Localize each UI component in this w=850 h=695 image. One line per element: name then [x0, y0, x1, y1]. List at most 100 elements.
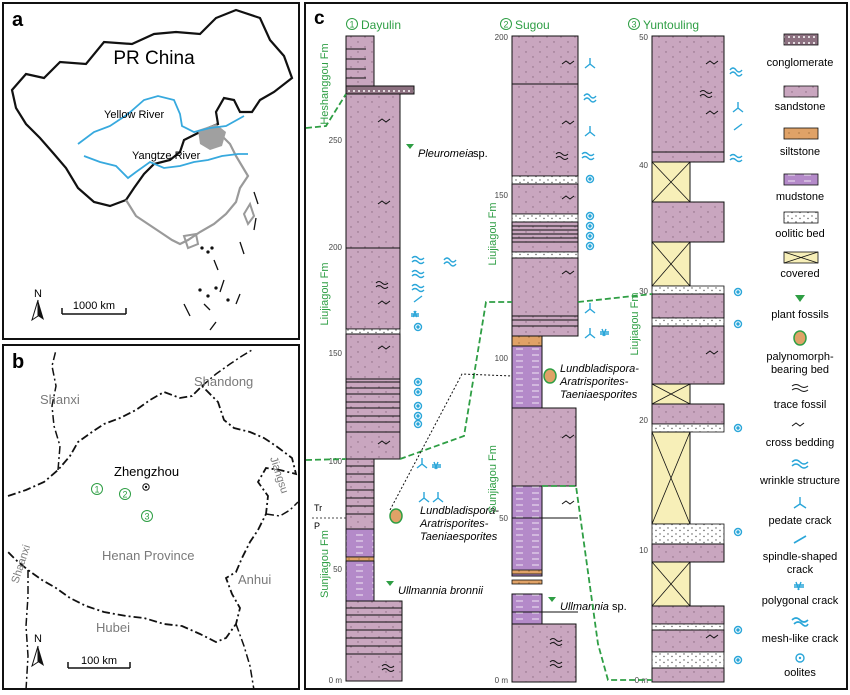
- formation-liujiagou-2: Liujiagou Fm: [487, 203, 499, 266]
- yangtze-river: [83, 153, 248, 180]
- panel-b-letter: b: [12, 351, 24, 373]
- palynomorph-icon: [543, 368, 557, 384]
- legend-plant-fossil-icon: [795, 295, 805, 302]
- country-label: PR China: [113, 48, 195, 69]
- province-shaanxi: Shaanxi: [9, 543, 33, 585]
- svg-text:200: 200: [495, 33, 509, 42]
- legend-wrinkle-icon: [791, 459, 809, 469]
- column-dayulin: [345, 35, 415, 682]
- annotation-palyno-1-line3: Taeniaesporites: [420, 531, 498, 543]
- formation-liujiagou-3: Liujiagou Fm: [629, 293, 641, 356]
- panel-c-letter: c: [314, 8, 325, 29]
- sedimentary-structures-yuntouling: [729, 67, 744, 665]
- svg-text:conglomerate: conglomerate: [767, 57, 834, 69]
- svg-text:oolitic bed: oolitic bed: [775, 228, 825, 240]
- legend-swatch-sandstone: [783, 85, 819, 98]
- annotation-palyno-2-line1: Lundbladispora-: [560, 363, 639, 375]
- svg-text:pedate crack: pedate crack: [769, 515, 832, 527]
- north-arrow: [31, 299, 44, 322]
- province-anhui: Anhui: [238, 572, 271, 587]
- stratigraphic-columns: c 1 Dayulin 2 Sugou 3 Yuntouling: [305, 8, 840, 685]
- annotation-ullmannia: Ullmannia: [560, 601, 609, 613]
- site-1: 1: [91, 483, 103, 495]
- svg-text:3: 3: [631, 20, 636, 30]
- annotation-palyno-1-line2: Aratrisporites-: [419, 518, 489, 530]
- svg-text:50: 50: [639, 33, 648, 42]
- province-jiangsu: Jiangsu: [267, 455, 290, 495]
- yangtze-river-label: Yangtze River: [132, 150, 201, 162]
- svg-text:sandstone: sandstone: [775, 101, 826, 113]
- panel-b-map: b Shanxi Shandong Henan Province Anhui H…: [2, 344, 300, 691]
- hainan-island: [182, 232, 200, 250]
- svg-text:mesh-like crack: mesh-like crack: [762, 633, 839, 645]
- svg-text:wrinkle structure: wrinkle structure: [759, 475, 840, 487]
- zhengzhou-marker: [142, 483, 150, 491]
- yellow-river: [77, 95, 245, 145]
- scale-label: 1000 km: [73, 300, 115, 312]
- formation-sunjiagou-2: Sunjiagou Fm: [487, 445, 499, 513]
- province-hubei: Hubei: [96, 620, 130, 635]
- svg-text:polygonal crack: polygonal crack: [762, 595, 839, 607]
- legend-swatch-siltstone: [783, 127, 819, 140]
- henan-border: [7, 384, 298, 643]
- svg-text:bearing bed: bearing bed: [771, 364, 829, 376]
- annotation-pleuromeia-sp: sp.: [473, 148, 488, 160]
- north-arrow-b: [31, 645, 44, 668]
- ticks-sugou: 200 150 100 50 0 m: [495, 33, 509, 685]
- shandong-border: [201, 349, 253, 387]
- svg-text:200: 200: [329, 243, 343, 252]
- plant-fossil-icon: [386, 581, 394, 586]
- province-shanxi: Shanxi: [40, 392, 80, 407]
- svg-text:Sugou: Sugou: [515, 18, 550, 32]
- svg-text:palynomorph-: palynomorph-: [766, 351, 834, 363]
- column-sugou: [511, 35, 579, 683]
- svg-text:covered: covered: [780, 268, 819, 280]
- svg-text:50: 50: [333, 565, 342, 574]
- svg-text:trace fossil: trace fossil: [774, 399, 827, 411]
- section-header-1: 1 Dayulin: [346, 18, 401, 32]
- legend-cross-bedding-icon: [791, 422, 805, 427]
- hubei-border: [25, 570, 29, 691]
- sedimentary-structures-sugou: [581, 58, 609, 339]
- svg-text:crack: crack: [787, 564, 814, 576]
- legend-spindle-crack-icon: [793, 535, 807, 544]
- china-outline: [10, 8, 294, 208]
- jiangsu-border: [265, 501, 299, 517]
- city-label: Zhengzhou: [114, 464, 179, 479]
- svg-text:1: 1: [94, 485, 99, 495]
- legend-pedate-crack-icon: [793, 497, 807, 509]
- svg-text:plant fossils: plant fossils: [771, 309, 829, 321]
- svg-text:2: 2: [503, 20, 508, 30]
- formation-sunjiagou-1: Sunjiagou Fm: [319, 530, 331, 598]
- legend-mesh-crack-icon: [791, 617, 809, 627]
- svg-text:40: 40: [639, 161, 648, 170]
- annotation-palyno-2-line2: Aratrisporites-: [559, 376, 629, 388]
- svg-text:mudstone: mudstone: [776, 191, 824, 203]
- svg-text:150: 150: [495, 191, 509, 200]
- province-henan: Henan Province: [102, 548, 195, 563]
- taiwan-island: [242, 201, 256, 227]
- svg-text:20: 20: [639, 416, 648, 425]
- boundary-p: P: [314, 521, 320, 531]
- scale-label-b: 100 km: [81, 655, 117, 667]
- svg-text:Dayulin: Dayulin: [361, 18, 401, 32]
- annotation-ullmannia-sp: sp.: [612, 601, 627, 613]
- svg-text:spindle-shaped: spindle-shaped: [763, 551, 838, 563]
- anhui-border: [235, 623, 255, 691]
- svg-text:50: 50: [499, 514, 508, 523]
- svg-text:0 m: 0 m: [495, 676, 509, 685]
- sedimentary-structures-dayulin: [411, 255, 457, 503]
- correlation-lines: [305, 93, 653, 681]
- legend-swatch-oolitic-bed: [783, 211, 819, 224]
- formation-heshanggou: Heshanggou Fm: [319, 43, 331, 124]
- plant-fossil-icon: [406, 144, 414, 149]
- svg-text:cross bedding: cross bedding: [766, 437, 835, 449]
- svg-text:0 m: 0 m: [329, 676, 343, 685]
- svg-text:100: 100: [495, 354, 509, 363]
- legend-palynomorph-icon: [793, 330, 807, 346]
- svg-text:2: 2: [122, 490, 127, 500]
- svg-text:siltstone: siltstone: [780, 146, 820, 158]
- palynomorph-icon: [389, 508, 403, 524]
- svg-text:oolites: oolites: [784, 667, 816, 679]
- annotation-palyno-1-line1: Lundbladispora-: [420, 505, 499, 517]
